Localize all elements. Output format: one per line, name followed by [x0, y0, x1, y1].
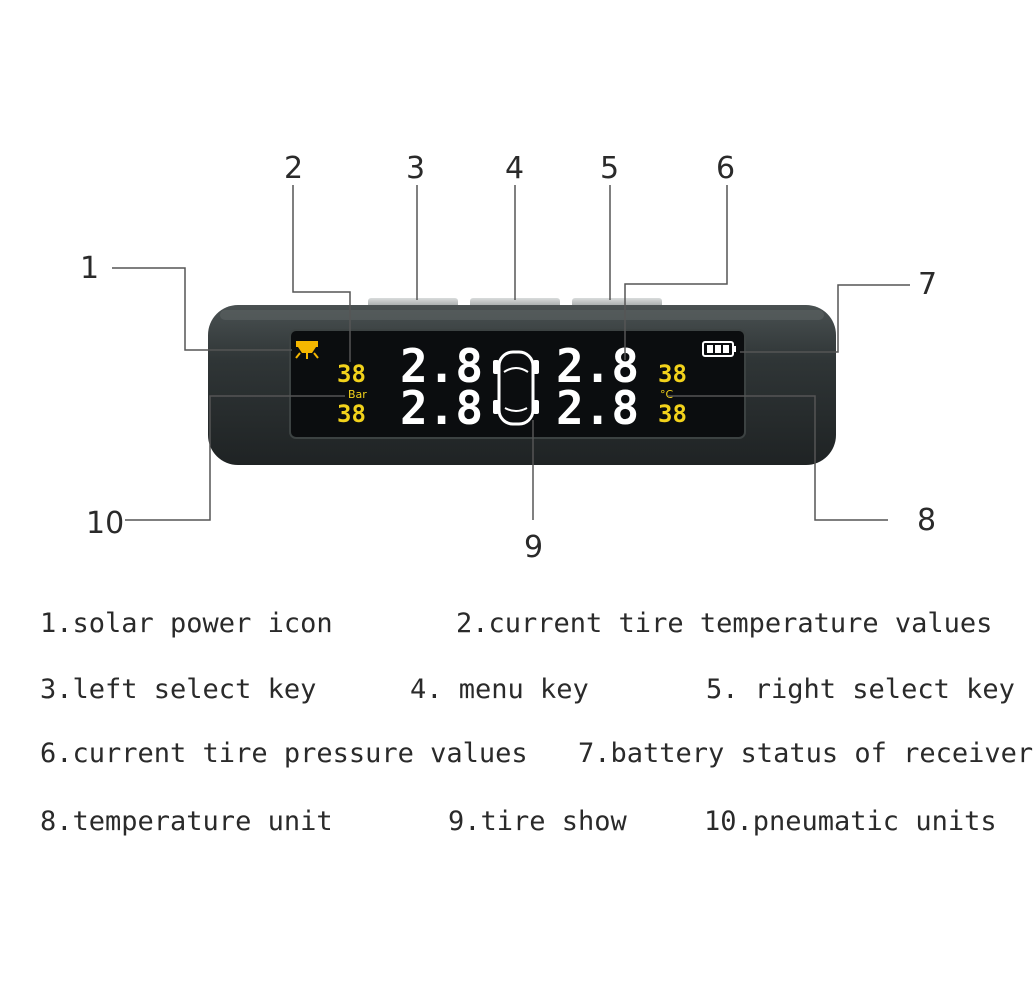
tire-show-car-icon: [493, 350, 539, 426]
solar-power-icon: [295, 341, 319, 359]
legend-item-5: 5. right select key: [706, 674, 1015, 705]
tpms-receiver: 38 Bar 38 2.8 2.8 2.8 2.8 38 °C: [208, 305, 836, 465]
leader-line-7: [740, 284, 910, 353]
legend-item-4: 4. menu key: [410, 674, 589, 705]
leader-line-10: [125, 395, 345, 521]
callout-8: 8: [917, 503, 936, 538]
temp-rear-right: 38: [658, 400, 687, 428]
pressure-unit-label: Bar: [348, 388, 367, 401]
callout-numbers: 1 2 3 4 5 6 7 8 9 10: [80, 151, 937, 565]
callout-9: 9: [524, 530, 543, 565]
device-highlight: [220, 310, 824, 320]
legend-item-7: 7.battery status of receiver: [578, 738, 1033, 769]
callout-10: 10: [86, 506, 124, 541]
leader-line-1: [112, 267, 292, 351]
callout-7: 7: [918, 267, 937, 302]
temp-rear-left: 38: [337, 400, 366, 428]
legend-item-8: 8.temperature unit: [40, 806, 333, 837]
callout-4: 4: [505, 151, 524, 186]
temperature-unit-label: °C: [660, 388, 674, 401]
callout-3: 3: [406, 151, 425, 186]
callout-6: 6: [716, 151, 735, 186]
callout-1: 1: [80, 251, 99, 286]
legend-item-10: 10.pneumatic units: [704, 806, 997, 837]
pressure-rear-left: 2.8: [400, 381, 483, 435]
legend-item-1: 1.solar power icon: [40, 608, 333, 639]
legend-item-3: 3.left select key: [40, 674, 317, 705]
tpms-diagram: 38 Bar 38 2.8 2.8 2.8 2.8 38 °C: [80, 151, 937, 565]
lcd-screen: [289, 329, 746, 439]
legend-item-6: 6.current tire pressure values: [40, 738, 528, 769]
temp-front-left: 38: [337, 360, 366, 388]
legend-item-2: 2.current tire temperature values: [456, 608, 993, 639]
leader-line-8: [668, 395, 888, 521]
leader-lines: [112, 185, 910, 521]
pressure-front-left: 2.8: [400, 339, 483, 393]
leader-line-2: [292, 185, 351, 362]
pressure-rear-right: 2.8: [556, 381, 639, 435]
legend-item-9: 9.tire show: [448, 806, 627, 837]
battery-icon: [702, 341, 736, 357]
callout-5: 5: [600, 151, 619, 186]
callout-2: 2: [284, 151, 303, 186]
temp-front-right: 38: [658, 360, 687, 388]
leader-line-6: [624, 185, 728, 360]
